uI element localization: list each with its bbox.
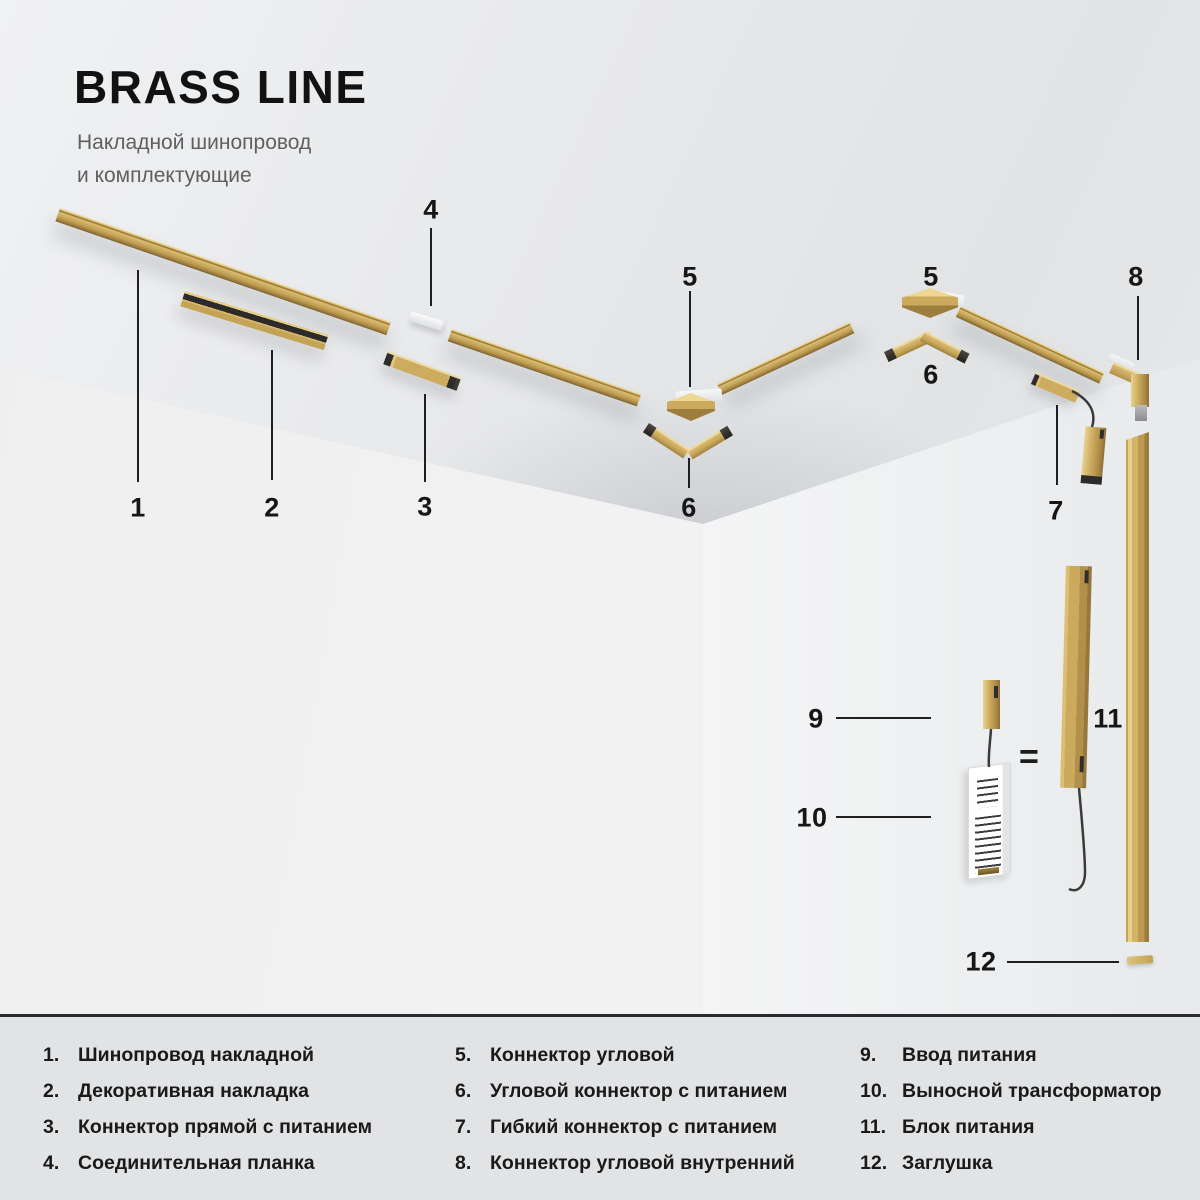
transformer-foot	[978, 866, 999, 876]
legend-item-label: Заглушка	[902, 1152, 993, 1174]
legend: 1. Шинопровод накладной 2. Декоративная на…	[0, 1017, 1200, 1200]
legend-column-2: 5. Коннектор угловой 6. Угловой коннектор …	[455, 1044, 795, 1188]
callout-label-8: 8	[1128, 261, 1144, 292]
callout-label-12: 12	[965, 946, 997, 977]
legend-item-label: Декоративная накладка	[78, 1080, 309, 1102]
legend-item-label: Коннектор угловой внутренний	[490, 1152, 795, 1174]
callout-label-4: 4	[423, 194, 439, 225]
legend-column-3: 9. Ввод питания 10. Выносной трансформатор…	[860, 1044, 1162, 1188]
legend-item: 10. Выносной трансформатор	[860, 1080, 1162, 1102]
legend-column-1: 1. Шинопровод накладной 2. Декоративная на…	[43, 1044, 372, 1188]
inner-corner-connector-side	[1131, 374, 1149, 407]
callout-label-7: 7	[1048, 495, 1064, 526]
leader-line-1	[137, 270, 139, 482]
legend-item: 8. Коннектор угловой внутренний	[455, 1152, 795, 1174]
wall-track-segment	[1126, 432, 1149, 942]
callout-label-9: 9	[808, 703, 824, 734]
legend-item-label: Гибкий коннектор с питанием	[490, 1116, 778, 1138]
callout-label-5-right: 5	[923, 261, 939, 292]
legend-item-number: 6.	[455, 1080, 472, 1102]
callout-label-1: 1	[130, 492, 146, 523]
legend-item-number: 11.	[860, 1116, 887, 1138]
legend-item: 11. Блок питания	[860, 1116, 1162, 1138]
legend-item-label: Соединительная планка	[78, 1152, 315, 1174]
equals-sign: =	[1019, 738, 1040, 776]
transformer-vents-upper	[977, 777, 998, 809]
leader-line-12	[1007, 961, 1119, 963]
callout-label-5-left: 5	[682, 261, 698, 292]
legend-item: 12. Заглушка	[860, 1152, 1162, 1174]
callout-label-2: 2	[264, 492, 280, 523]
legend-item: 9. Ввод питания	[860, 1044, 1162, 1066]
legend-item-number: 2.	[43, 1080, 60, 1102]
legend-item: 1. Шинопровод накладной	[43, 1044, 372, 1066]
legend-item-number: 9.	[860, 1044, 877, 1066]
legend-item-number: 7.	[455, 1116, 472, 1138]
leader-line-7	[1056, 405, 1058, 485]
inner-corner-connector-tab	[1135, 405, 1147, 421]
legend-item: 6. Угловой коннектор с питанием	[455, 1080, 795, 1102]
callout-label-3: 3	[417, 491, 433, 522]
legend-item-label: Блок питания	[902, 1116, 1035, 1138]
leader-line-4	[430, 228, 432, 306]
page-subtitle: Накладной шинопровод и комплектующие	[77, 127, 311, 192]
subtitle-line-1: Накладной шинопровод	[77, 131, 312, 154]
leader-line-2	[271, 350, 273, 480]
legend-item: 5. Коннектор угловой	[455, 1044, 795, 1066]
page-title: BRASS LINE	[74, 61, 368, 113]
legend-item-number: 10.	[860, 1080, 888, 1102]
subtitle-line-2: и комплектующие	[77, 163, 252, 187]
legend-item-label: Коннектор прямой с питанием	[78, 1116, 373, 1138]
leader-line-3	[424, 394, 426, 482]
legend-item-label: Угловой коннектор с питанием	[490, 1080, 788, 1102]
legend-item: 4. Соединительная планка	[43, 1152, 372, 1174]
legend-item: 2. Декоративная накладка	[43, 1080, 372, 1102]
legend-item-number: 5.	[455, 1044, 472, 1066]
leader-line-9	[836, 717, 931, 719]
legend-item-number: 3.	[43, 1116, 60, 1138]
callout-label-11: 11	[1093, 703, 1123, 734]
transformer-vents-lower	[975, 814, 1001, 874]
leader-line-8	[1137, 296, 1139, 360]
callout-label-6-right: 6	[923, 359, 939, 390]
leader-line-5-left	[689, 291, 691, 387]
remote-transformer	[968, 762, 1011, 880]
legend-item-label: Выносной трансформатор	[902, 1080, 1162, 1102]
legend-item-label: Коннектор угловой	[490, 1044, 675, 1066]
legend-item: 7. Гибкий коннектор с питанием	[455, 1116, 795, 1138]
legend-item-number: 8.	[455, 1152, 472, 1174]
legend-item: 3. Коннектор прямой с питанием	[43, 1116, 372, 1138]
leader-line-6-left	[688, 458, 690, 488]
callout-label-6-left: 6	[681, 492, 697, 523]
power-input	[983, 680, 1000, 729]
legend-item-number: 1.	[43, 1044, 60, 1066]
legend-item-label: Ввод питания	[902, 1044, 1037, 1066]
legend-divider	[0, 1014, 1200, 1017]
legend-item-number: 12.	[860, 1152, 888, 1174]
legend-item-label: Шинопровод накладной	[78, 1044, 314, 1066]
legend-item-number: 4.	[43, 1152, 60, 1174]
leader-line-10	[836, 816, 931, 818]
callout-label-10: 10	[796, 802, 828, 833]
